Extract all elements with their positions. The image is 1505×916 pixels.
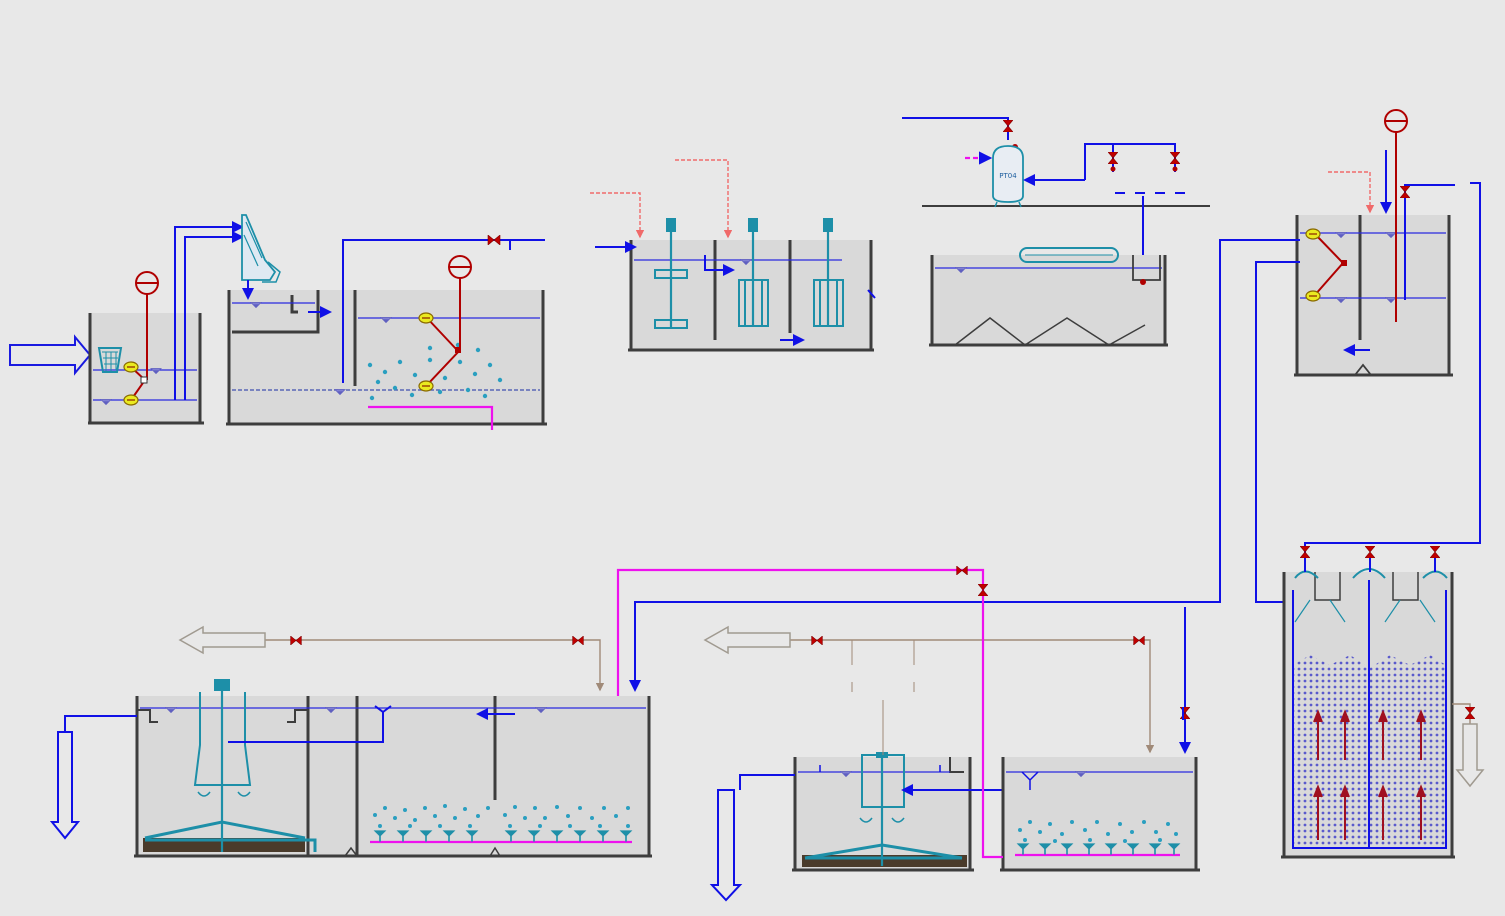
dosing-tank: PT04 [992,145,1024,208]
mixer-3-icon [813,218,844,327]
clarifier-1-scraper [144,679,317,852]
bar-screen-icon [97,347,123,373]
upflow-arrows [1313,709,1426,840]
clarifier-2-scraper [804,752,963,866]
dosing-tank-tag: PT04 [999,172,1017,180]
sludge-return-line-left [178,625,605,692]
filter-column [1281,546,1485,859]
aeration-bubbles-2 [1018,820,1178,843]
mixer-1-icon [654,218,688,329]
clarifier-1-tank [49,679,652,858]
chemical-dosing-unit: PT04 [902,117,1210,280]
float-switch-2 [418,255,472,392]
sludge-return-line-center [703,625,1155,755]
screen-chamber-tank [88,221,244,425]
float-switch-3 [1305,109,1408,322]
flotation-tank [929,247,1168,347]
intermediate-tank [629,109,1481,692]
aeration-tank-2 [1000,607,1200,872]
clarifier-2-tank [709,752,1030,902]
coagulation-flocculation-tank [590,159,876,352]
skimmer-icon [1019,247,1119,263]
equalization-tank [226,214,547,430]
aeration-bubbles-eq [367,342,503,401]
fine-screen-unit [241,214,281,300]
aeration-bubbles-1 [373,804,630,828]
inlet-arrow [9,334,92,376]
mixer-2-icon [738,218,769,327]
float-switch-1 [123,271,159,406]
air-supply-header [616,566,1003,859]
